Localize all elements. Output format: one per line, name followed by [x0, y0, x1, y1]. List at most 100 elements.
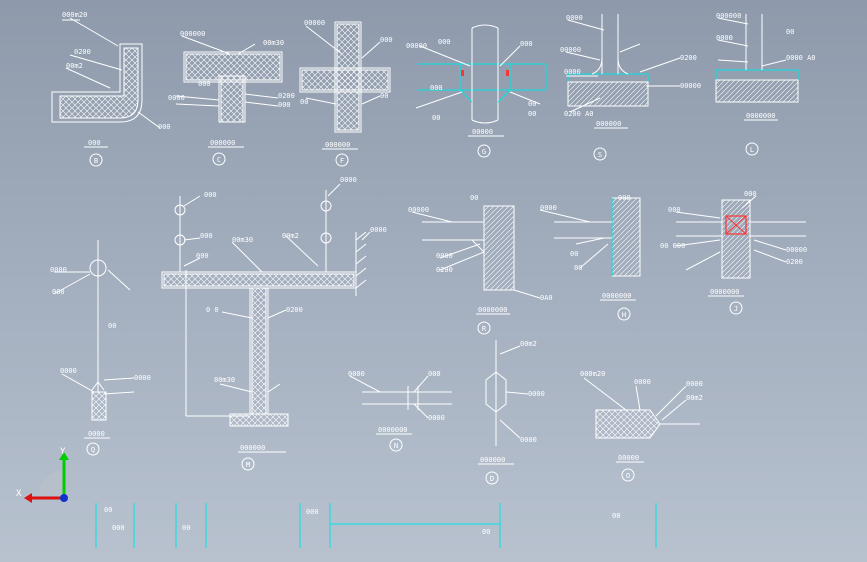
title-block: 00 000 00 000 00 00: [95, 503, 657, 548]
detail-d-label-1: 00m2: [520, 340, 537, 348]
detail-s-label-4: 0200: [680, 54, 697, 62]
detail-s-label-1: 0000: [566, 14, 583, 22]
detail-r-label-2: 00: [470, 194, 478, 202]
detail-h-id: H: [622, 311, 626, 319]
detail-b-id: B: [94, 157, 98, 165]
title-cell-4: 000: [306, 508, 319, 516]
detail-n-label-1: 0000: [348, 370, 365, 378]
detail-m-label-7: 0200: [286, 306, 303, 314]
detail-h-label-2: 000: [618, 194, 631, 202]
detail-r-id: R: [482, 325, 487, 333]
detail-o: 000m20 0000 0000 00m2 00000 O: [580, 370, 703, 482]
detail-d-caption: 000000: [480, 456, 505, 464]
detail-m-label-8: 0 0: [206, 306, 219, 314]
detail-j-label-2: 00 000: [660, 242, 685, 250]
detail-j-label-5: 0200: [786, 258, 803, 266]
detail-c-caption: 000000: [210, 139, 235, 147]
title-cell-6: 00: [612, 512, 620, 520]
detail-d: 00m2 0000 0000 000000 D: [478, 340, 545, 485]
detail-c-label-4: 0000: [168, 94, 185, 102]
detail-m: 000 000 000 0000 00m30 00m2 0200 0 0 000…: [161, 176, 387, 471]
detail-o-label-3: 0000: [686, 380, 703, 388]
detail-l-label-1: 000000: [716, 12, 741, 20]
axis-x-label: X: [16, 489, 22, 499]
detail-q-label-3: 00: [108, 322, 116, 330]
title-cell-3: 00: [182, 524, 190, 532]
detail-m-label-1: 000: [204, 191, 217, 199]
detail-c-label-2: 00m30: [263, 39, 284, 47]
detail-o-id: O: [626, 472, 630, 480]
detail-h-label-4: 00: [574, 264, 582, 272]
detail-f-id: F: [340, 157, 344, 165]
detail-c: 000000 00m30 000 0000 0200 000 000000 C: [168, 30, 295, 166]
detail-m-label-6: 00m2: [282, 232, 299, 240]
detail-f-label-3: 00: [380, 92, 388, 100]
detail-c-label-6: 000: [278, 101, 291, 109]
detail-r-label-4: 0200: [436, 266, 453, 274]
detail-b-label-3: 00m2: [66, 62, 83, 70]
detail-f-caption: 000000: [325, 141, 350, 149]
detail-d-id: D: [490, 475, 494, 483]
detail-r-caption: 0000000: [478, 306, 508, 314]
detail-q-id: Q: [91, 446, 95, 454]
title-cell-5: 00: [482, 528, 490, 536]
detail-n-label-2: 000: [428, 370, 441, 378]
detail-j-label-3: 000: [744, 190, 757, 198]
detail-l-id: L: [750, 146, 754, 154]
detail-f-label-4: 00: [300, 98, 308, 106]
detail-g-label-5: 00: [432, 114, 440, 122]
detail-b-label-2: 0200: [74, 48, 91, 56]
detail-j-caption: 0000000: [710, 288, 740, 296]
detail-g-label-7: 00: [528, 110, 536, 118]
detail-o-label-4: 00m2: [686, 394, 703, 402]
detail-r-label-3: 0000: [436, 252, 453, 260]
axis-y-label: Y: [60, 447, 66, 457]
detail-r: 00000 00 0000 0200 0A0 0000000 R: [408, 194, 553, 335]
detail-l-label-2: 0000: [716, 34, 733, 42]
detail-o-caption: 00000: [618, 454, 639, 462]
detail-g-label-2: 000: [438, 38, 451, 46]
detail-h-caption: 0000000: [602, 292, 632, 300]
detail-n-id: N: [394, 442, 398, 450]
detail-c-label-1: 000000: [180, 30, 205, 38]
detail-j-label-4: 00000: [786, 246, 807, 254]
detail-m-label-9: 0000: [370, 226, 387, 234]
detail-q-caption: 0000: [88, 430, 105, 438]
detail-l-label-4: 0000 A0: [786, 54, 816, 62]
detail-s-label-3: 0000: [564, 68, 581, 76]
title-cell-1: 00: [104, 506, 112, 514]
detail-s: 0000 00000 0000 0200 00000 0200 A0 00000…: [560, 14, 701, 161]
detail-g-caption: 00000: [472, 128, 493, 136]
detail-b-label-1: 000m20: [62, 11, 87, 19]
ucs-axis-icon: Y X: [16, 447, 69, 503]
detail-m-caption: 000000: [240, 444, 265, 452]
detail-g-label-3: 000: [520, 40, 533, 48]
detail-h-label-3: 00: [570, 250, 578, 258]
detail-n: 0000 000 0000 0000000 N: [348, 370, 452, 452]
detail-n-label-3: 0000: [428, 414, 445, 422]
detail-r-label-1: 00000: [408, 206, 429, 214]
detail-m-label-2: 000: [200, 232, 213, 240]
detail-g-label-1: 00000: [406, 42, 427, 50]
detail-f-label-2: 000: [380, 36, 393, 44]
detail-q-label-2: 000: [52, 288, 65, 296]
detail-m-label-5: 00m30: [232, 236, 253, 244]
detail-c-label-3: 000: [198, 80, 211, 88]
detail-m-id: M: [246, 461, 250, 469]
detail-r-label-5: 0A0: [540, 294, 553, 302]
detail-j: 000 00 000 000 00000 0200 0000000 J: [660, 190, 807, 315]
detail-d-label-2: 0000: [528, 390, 545, 398]
detail-s-label-6: 0200 A0: [564, 110, 594, 118]
detail-l-caption: 0000000: [746, 112, 776, 120]
detail-o-label-1: 000m20: [580, 370, 605, 378]
detail-q-label-4: 0000: [60, 367, 77, 375]
detail-s-label-5: 00000: [680, 82, 701, 90]
detail-m-label-3: 000: [196, 252, 209, 260]
detail-o-label-2: 0000: [634, 378, 651, 386]
detail-q-label-1: 0000: [50, 266, 67, 274]
detail-g-label-6: 00: [528, 100, 536, 108]
detail-n-caption: 0000000: [378, 426, 408, 434]
detail-m-label-10: 00m30: [214, 376, 235, 384]
